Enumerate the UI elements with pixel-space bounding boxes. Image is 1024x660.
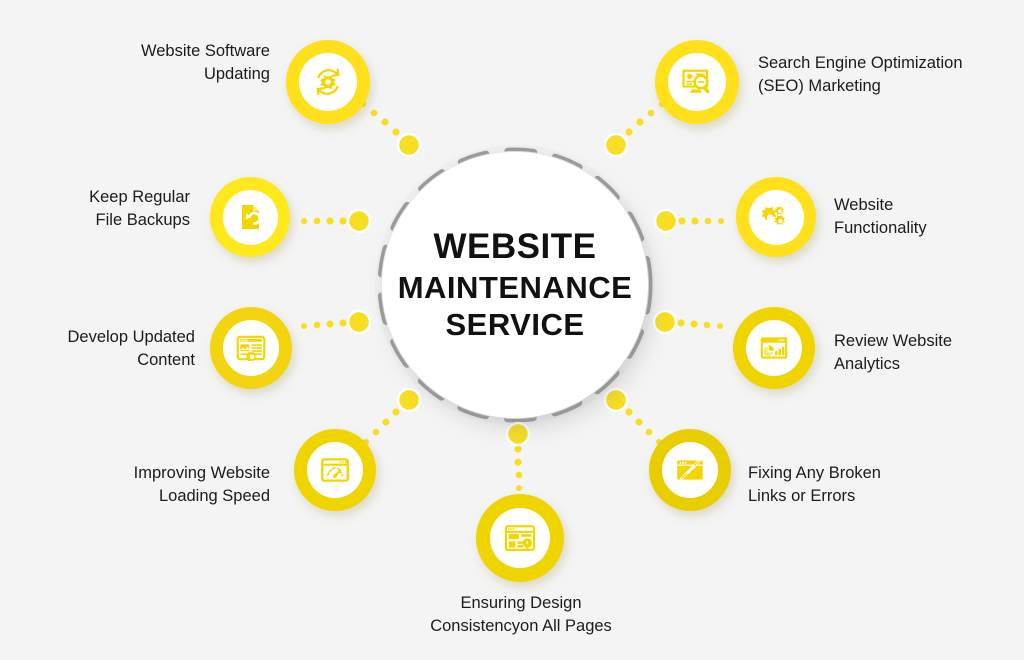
label-line-1: Ensuring Design [460, 594, 582, 612]
speed-gauge-window-icon [321, 458, 349, 482]
label-line-1: Fixing Any Broken [748, 464, 881, 482]
label-seo-marketing: Search Engine Optimization (SEO) Marketi… [758, 52, 1018, 98]
label-website-software-updating: Website Software Updating [20, 40, 270, 86]
icon-badge-improving-website-loading-speed[interactable] [294, 429, 376, 511]
label-line-2: (SEO) Marketing [758, 76, 881, 95]
hub-title-line-3: SERVICE [445, 307, 585, 343]
label-review-website-analytics: Review Website Analytics [834, 330, 1024, 376]
document-gear-icon [236, 335, 266, 362]
icon-badge-fixing-broken-links-or-errors[interactable] [649, 429, 731, 511]
layout-pen-icon [504, 525, 536, 551]
label-line-2: Functionality [834, 218, 927, 237]
label-line-2: Links or Errors [748, 486, 856, 505]
label-line-1: Keep Regular [89, 188, 190, 206]
analytics-window-icon [760, 337, 788, 359]
label-line-1: Website [834, 196, 894, 214]
gear-refresh-icon [316, 68, 340, 96]
icon-badge-website-functionality[interactable] [736, 177, 816, 257]
label-fixing-broken-links-or-errors: Fixing Any Broken Links or Errors [748, 462, 978, 508]
hub-title-line-1: WEBSITE [433, 226, 597, 266]
center-hub: WEBSITE MAINTENANCE SERVICE [382, 152, 648, 418]
label-line-2: Content [137, 350, 195, 369]
label-line-2: Updating [203, 64, 270, 83]
label-line-1: Develop Updated [67, 328, 195, 346]
icon-badge-keep-regular-file-backups[interactable] [210, 177, 290, 257]
label-line-1: Search Engine Optimization [758, 54, 963, 72]
icon-badge-review-website-analytics[interactable] [733, 307, 815, 389]
three-gears-icon [761, 206, 785, 225]
label-ensuring-design-consistency: Ensuring Design Consistencyon All Pages [390, 592, 652, 638]
ring-node-group [346, 132, 679, 447]
file-restore-icon [242, 205, 261, 229]
monitor-magnifier-icon [682, 69, 710, 94]
label-line-2: Consistencyon All Pages [430, 616, 612, 635]
icon-badge-develop-updated-content[interactable] [210, 307, 292, 389]
label-line-1: Improving Website [133, 464, 270, 482]
label-develop-updated-content: Develop Updated Content [20, 326, 195, 372]
label-website-functionality: Website Functionality [834, 194, 1014, 240]
broken-link-window-icon [677, 459, 703, 480]
label-line-2: File Backups [95, 210, 190, 229]
label-line-1: Website Software [140, 42, 270, 60]
label-keep-regular-file-backups: Keep Regular File Backups [20, 186, 190, 232]
icon-badge-ensuring-design-consistency[interactable] [476, 494, 564, 582]
hub-title-line-2: MAINTENANCE [397, 269, 633, 305]
icon-badge-website-software-updating[interactable] [286, 40, 370, 124]
icon-badge-seo-marketing[interactable] [655, 40, 739, 124]
label-improving-website-loading-speed: Improving Website Loading Speed [10, 462, 270, 508]
label-line-2: Analytics [834, 354, 901, 373]
label-line-2: Loading Speed [158, 486, 270, 505]
label-line-1: Review Website [834, 332, 952, 350]
